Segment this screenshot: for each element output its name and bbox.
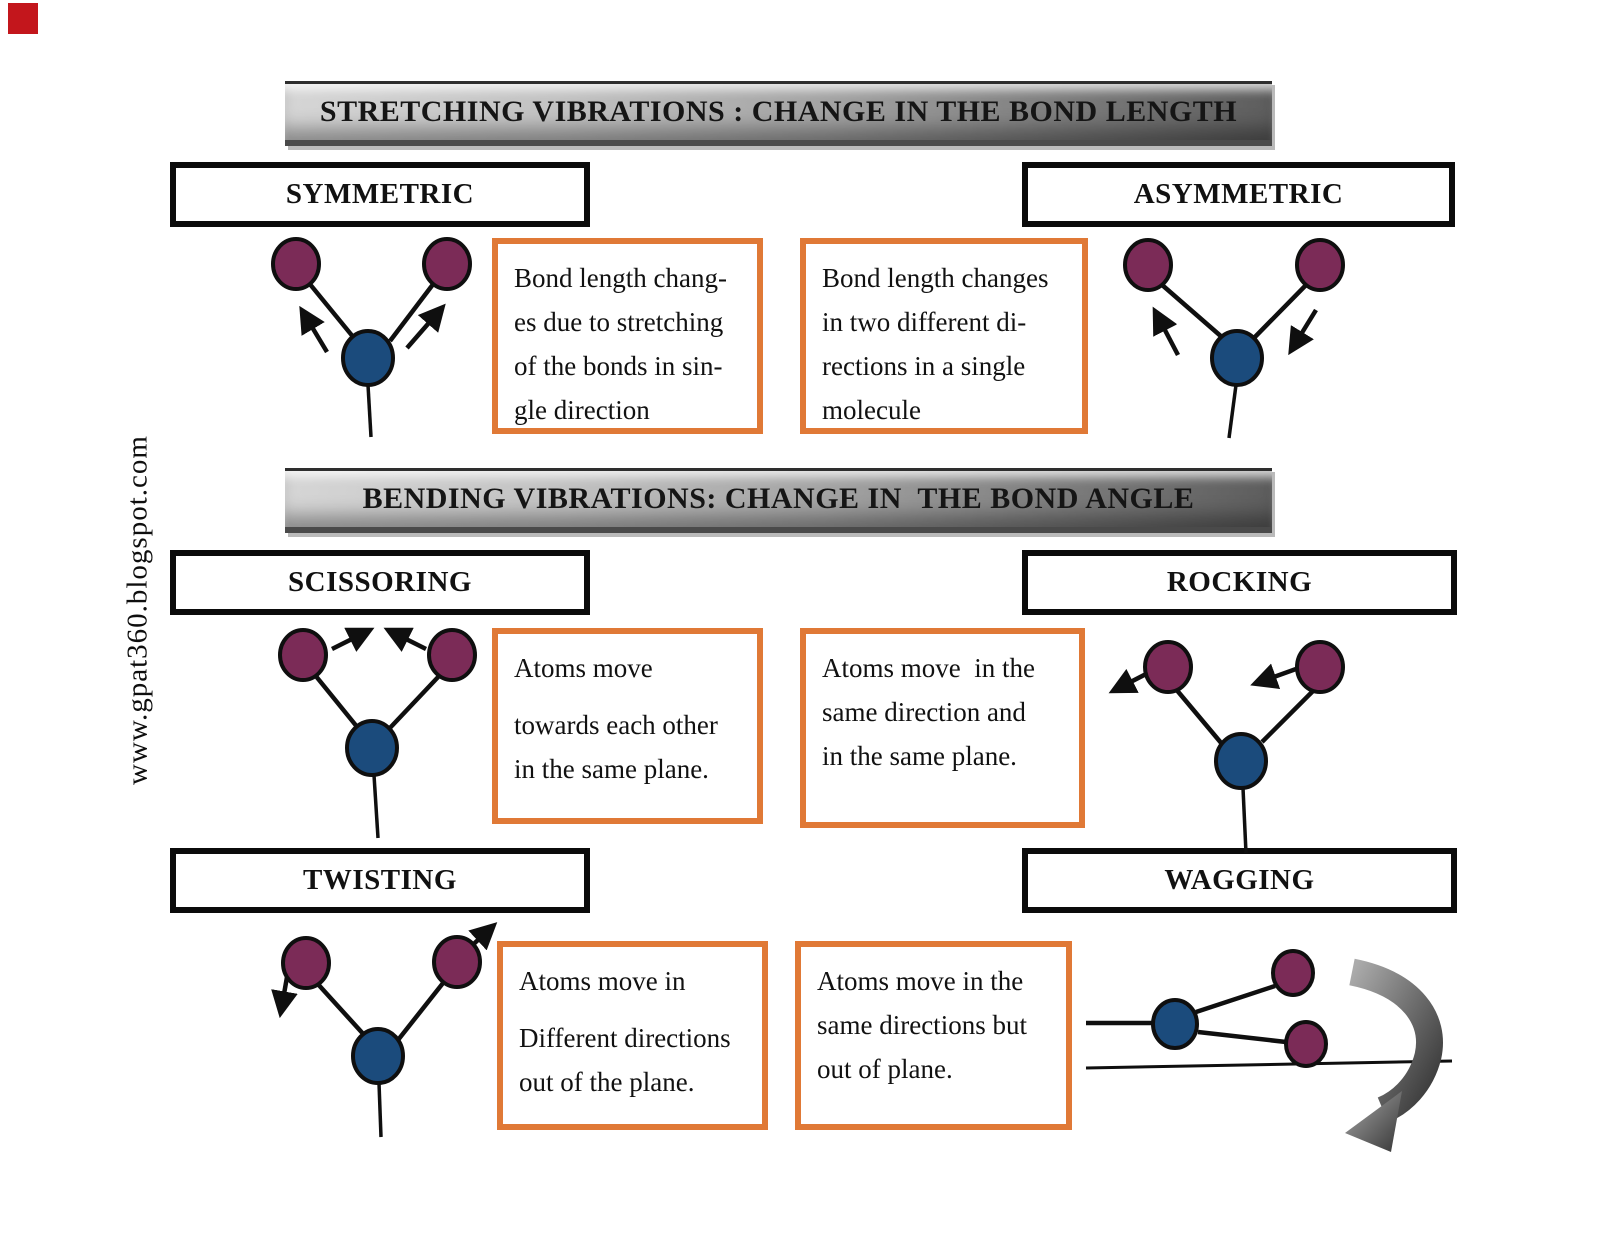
description-line: in the same plane. xyxy=(514,754,709,784)
atom-terminal xyxy=(281,936,331,990)
inward-left-arrow xyxy=(383,627,428,652)
description-line: of the bonds in sin- xyxy=(514,351,723,381)
atom-terminal xyxy=(1123,238,1173,292)
description-line: in two different di- xyxy=(822,307,1027,337)
asymmetric-label: ASYMMETRIC xyxy=(1133,178,1344,210)
atom-terminal xyxy=(427,628,477,682)
scissoring-description-box: Atoms move towards each other in the sam… xyxy=(492,628,763,824)
rocking-description-box: Atoms move in the same direction and in … xyxy=(800,628,1085,828)
symmetric-molecule xyxy=(271,237,472,438)
atom-central xyxy=(345,719,399,777)
description-line: towards each other xyxy=(514,710,718,740)
inward-right-arrow xyxy=(330,627,375,652)
description-line: Atoms move xyxy=(514,653,653,683)
rocking-label: ROCKING xyxy=(1166,566,1313,598)
atom-terminal xyxy=(278,628,328,682)
asymmetric-molecule xyxy=(1123,238,1345,439)
description-line: Different directions xyxy=(519,1023,731,1053)
description-line: es due to stretching xyxy=(514,307,724,337)
atom-terminal xyxy=(1295,640,1345,694)
watermark-url: www.gpat360.blogspot.com xyxy=(121,435,154,785)
atom-terminal xyxy=(1271,949,1315,997)
atom-central xyxy=(351,1027,405,1085)
rotation-swoosh-arrow xyxy=(1345,958,1443,1152)
twisting-description-box: Atoms move in Different directions out o… xyxy=(497,941,768,1130)
rocking-molecule xyxy=(1108,640,1345,854)
down-left-arrow xyxy=(1288,308,1318,356)
description-line: Atoms move in the xyxy=(822,653,1035,683)
twisting-label-box: TWISTING xyxy=(170,848,590,913)
atom-central xyxy=(1214,732,1268,790)
description-line: Bond length chang- xyxy=(514,263,727,293)
asymmetric-description-box: Bond length changes in two different di-… xyxy=(800,238,1088,434)
description-line: out of plane. xyxy=(817,1054,953,1084)
up-left-arrow xyxy=(1152,306,1180,357)
description-line: gle direction xyxy=(514,395,650,425)
atom-terminal xyxy=(1295,238,1345,292)
twisting-label: TWISTING xyxy=(303,864,457,896)
atom-terminal xyxy=(271,237,321,291)
asymmetric-label-box: ASYMMETRIC xyxy=(1022,162,1455,227)
wagging-label: WAGGING xyxy=(1164,864,1315,896)
description-line: same directions but xyxy=(817,1010,1027,1040)
scissoring-molecule xyxy=(278,627,477,839)
atom-central xyxy=(1210,329,1264,387)
atom-terminal xyxy=(1284,1020,1328,1068)
rocking-label-box: ROCKING xyxy=(1022,550,1457,615)
scissoring-label: SCISSORING xyxy=(288,566,472,598)
description-line: Bond length changes xyxy=(822,263,1049,293)
up-right-arrow xyxy=(405,303,446,350)
scissoring-label-box: SCISSORING xyxy=(170,550,590,615)
stretching-header-bar: STRETCHING VIBRATIONS : CHANGE IN THE BO… xyxy=(285,81,1272,146)
corner-marker xyxy=(8,3,38,34)
up-left-arrow xyxy=(299,305,329,354)
description-line: Atoms move in the xyxy=(817,966,1024,996)
stretching-header-title: STRETCHING VIBRATIONS : CHANGE IN THE BO… xyxy=(319,95,1238,128)
description-line: same direction and xyxy=(822,697,1026,727)
symmetric-description-box: Bond length chang- es due to stretching … xyxy=(492,238,763,434)
left-arrow xyxy=(1250,663,1297,690)
up-right-arrow xyxy=(463,922,498,954)
plane-line xyxy=(1085,1059,1453,1070)
description-line: molecule xyxy=(822,395,921,425)
description-line: rections in a single xyxy=(822,351,1026,381)
atom-terminal xyxy=(432,935,482,989)
symmetric-label-box: SYMMETRIC xyxy=(170,162,590,227)
down-arrow xyxy=(271,976,298,1019)
symmetric-label: SYMMETRIC xyxy=(285,178,475,210)
atom-terminal xyxy=(1143,640,1193,694)
description-line: Atoms move in xyxy=(519,966,686,996)
wagging-molecule xyxy=(1085,949,1453,1152)
atom-central xyxy=(341,329,395,387)
atom-central xyxy=(1151,998,1199,1050)
twisting-molecule xyxy=(271,922,498,1138)
bending-header-bar: BENDING VIBRATIONS: CHANGE IN THE BOND A… xyxy=(285,468,1272,533)
atom-terminal xyxy=(422,237,472,291)
description-line: in the same plane. xyxy=(822,741,1017,771)
wagging-label-box: WAGGING xyxy=(1022,848,1457,913)
left-arrow xyxy=(1108,668,1150,694)
bending-header-title: BENDING VIBRATIONS: CHANGE IN THE BOND A… xyxy=(362,482,1195,515)
wagging-description-box: Atoms move in the same directions but ou… xyxy=(795,941,1072,1130)
description-line: out of the plane. xyxy=(519,1067,695,1097)
